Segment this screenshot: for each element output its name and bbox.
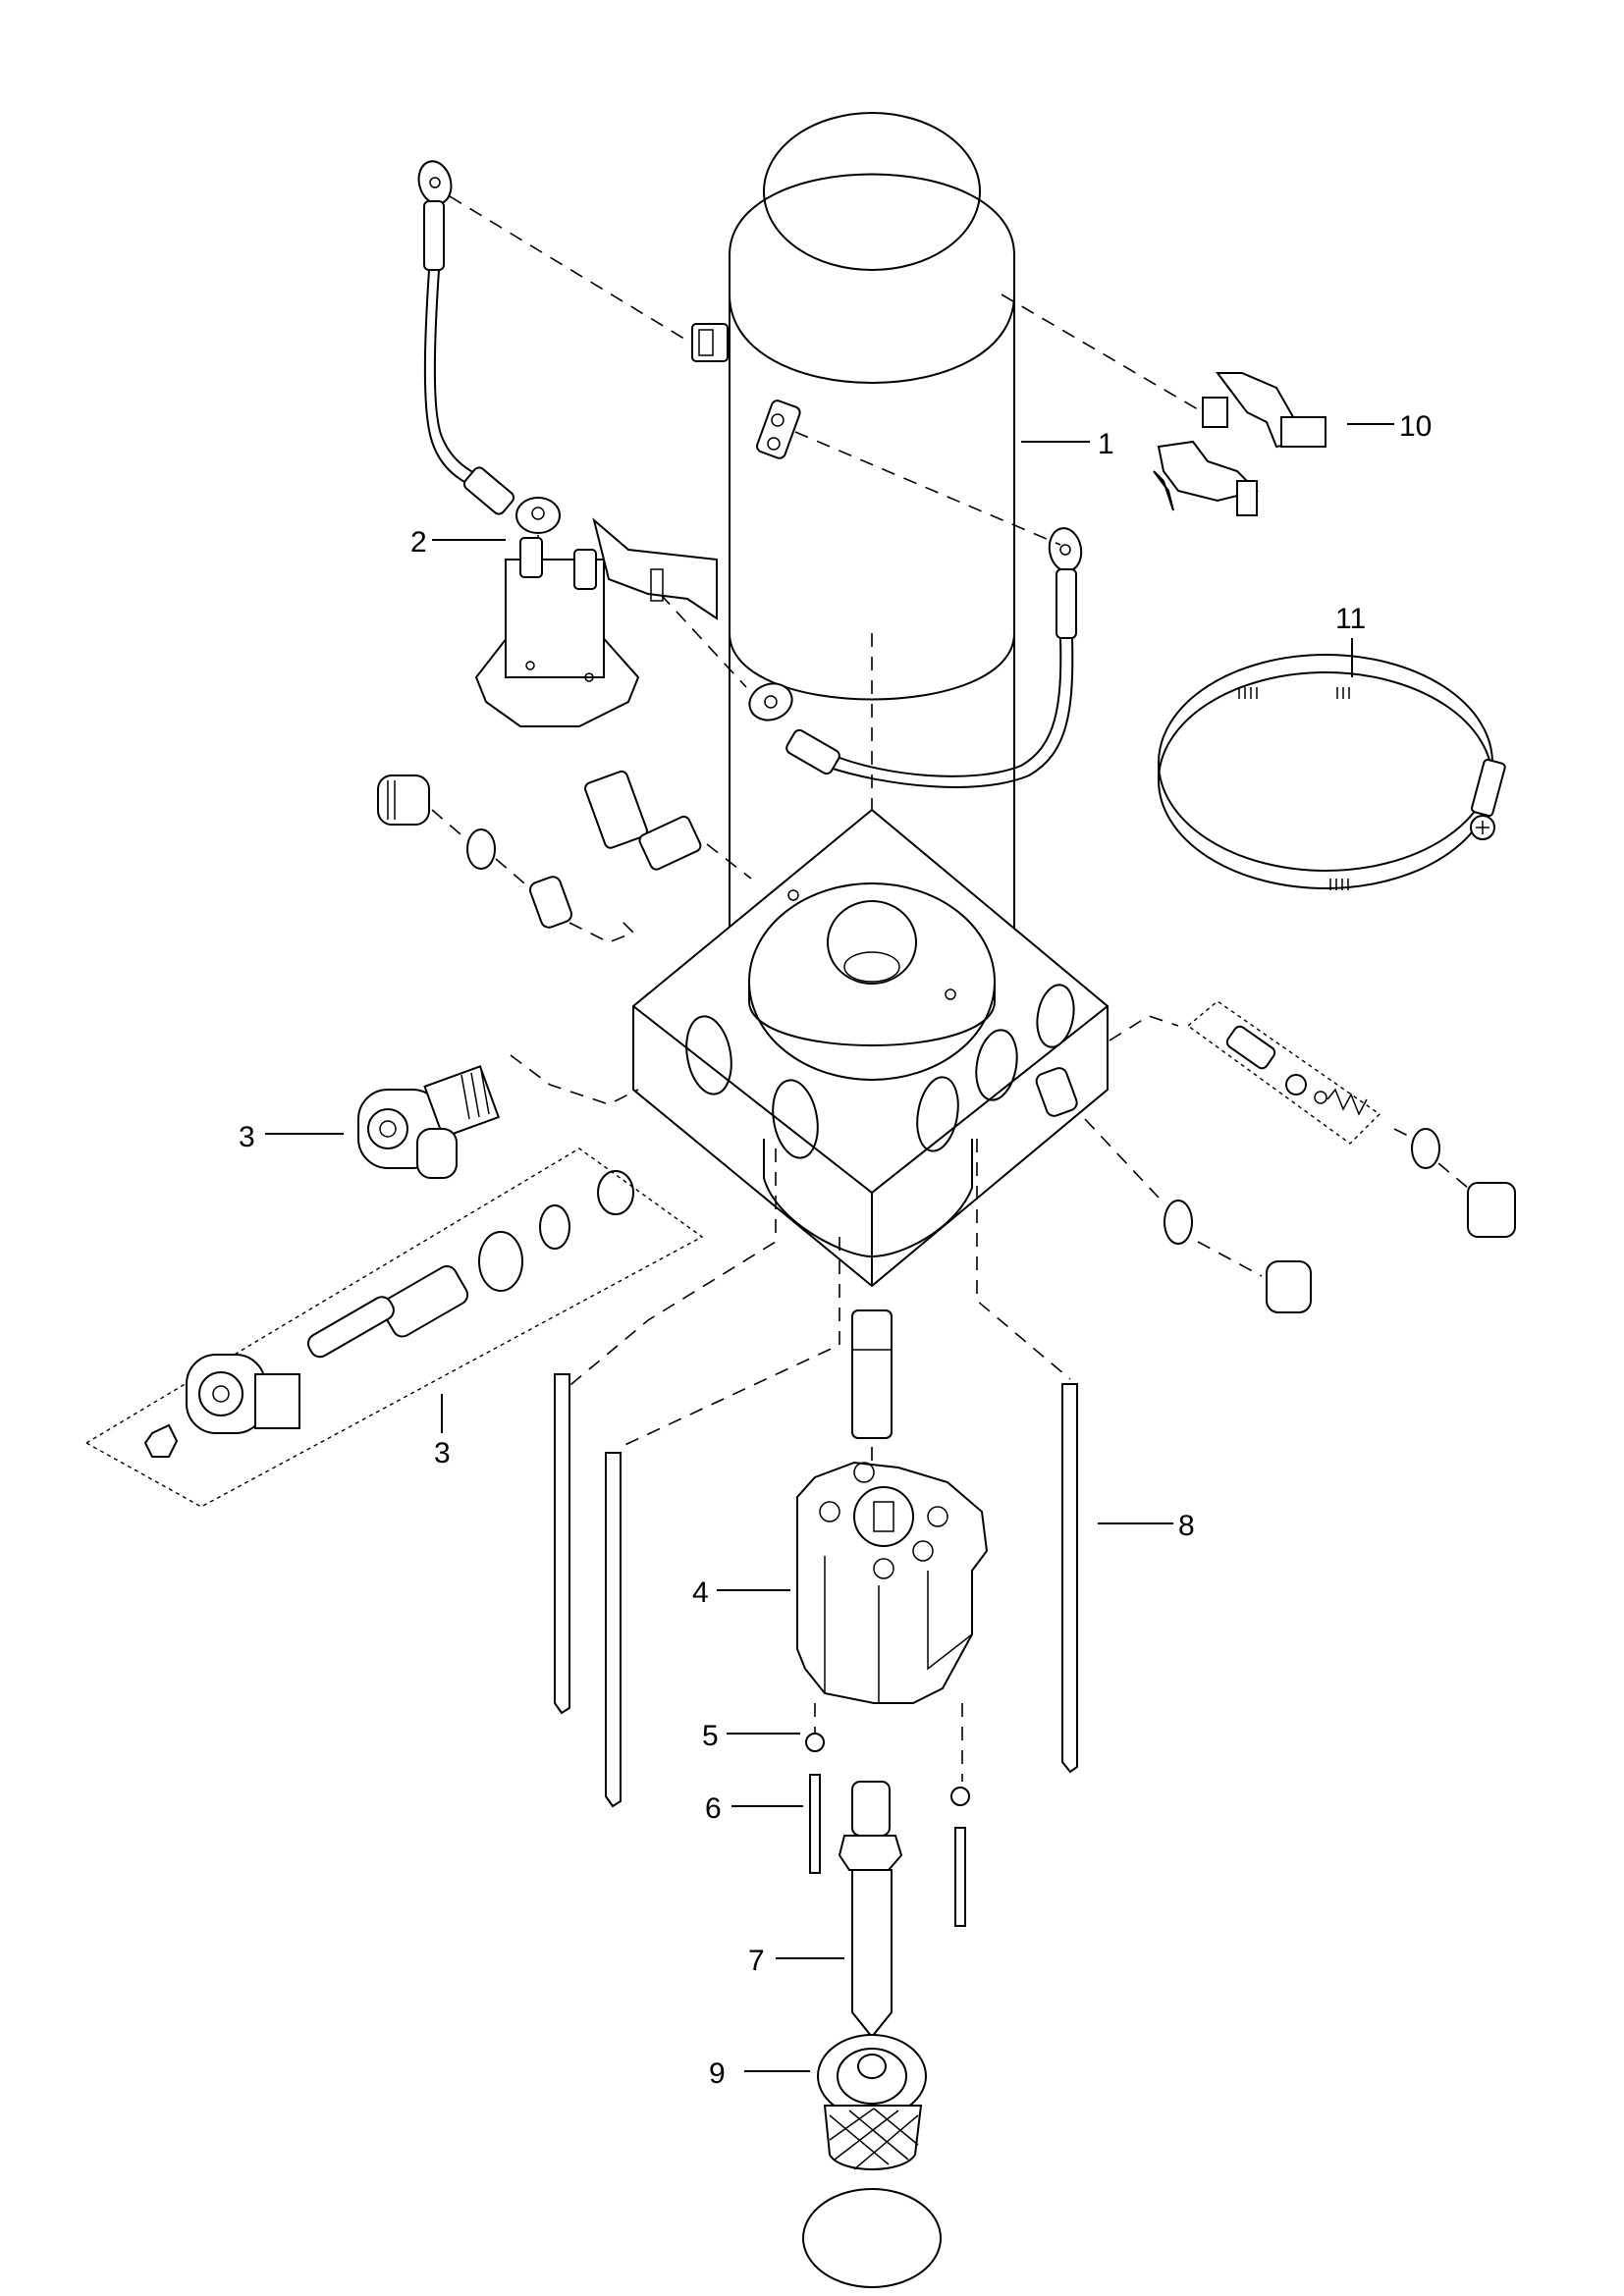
plug-upper-left bbox=[377, 774, 635, 943]
manifold-block bbox=[632, 808, 1109, 1288]
fitting-right bbox=[1035, 1067, 1516, 1313]
callout-2: 2 bbox=[410, 526, 427, 559]
callout-5: 5 bbox=[702, 1720, 719, 1752]
solenoid bbox=[474, 517, 718, 727]
lower-cable bbox=[748, 527, 1083, 788]
motor-terminal-lower bbox=[756, 400, 801, 459]
motor bbox=[729, 112, 1015, 991]
callout-4: 4 bbox=[692, 1576, 709, 1609]
tie-rods bbox=[554, 1373, 1078, 1808]
callout-10: 10 bbox=[1399, 410, 1432, 443]
callout-6: 6 bbox=[705, 1792, 722, 1825]
callout-7: 7 bbox=[748, 1945, 765, 1977]
pump bbox=[796, 1461, 989, 1704]
upper-cable bbox=[417, 160, 561, 534]
leader-lines bbox=[265, 423, 1394, 2072]
check-valve-assembly bbox=[1109, 1000, 1381, 1145]
brush-holder bbox=[1153, 372, 1326, 516]
coupling-shaft bbox=[851, 1309, 893, 1439]
motor-terminal-upper bbox=[691, 323, 729, 362]
callout-1: 1 bbox=[1098, 428, 1114, 460]
suction-tube bbox=[838, 1781, 903, 2039]
callout-3-valve: 3 bbox=[239, 1121, 255, 1153]
callout-9: 9 bbox=[709, 2057, 726, 2090]
valve-cartridge bbox=[357, 1054, 639, 1179]
washers-bolts bbox=[805, 1703, 970, 1927]
hose-clamp bbox=[1158, 654, 1506, 890]
callout-3-assembly: 3 bbox=[434, 1437, 451, 1469]
solenoid-valve-assembly bbox=[84, 1148, 704, 1508]
callout-8: 8 bbox=[1178, 1510, 1195, 1542]
relief-valve-cartridge bbox=[584, 770, 752, 880]
callout-11: 11 bbox=[1335, 603, 1366, 635]
filter bbox=[802, 2034, 942, 2288]
